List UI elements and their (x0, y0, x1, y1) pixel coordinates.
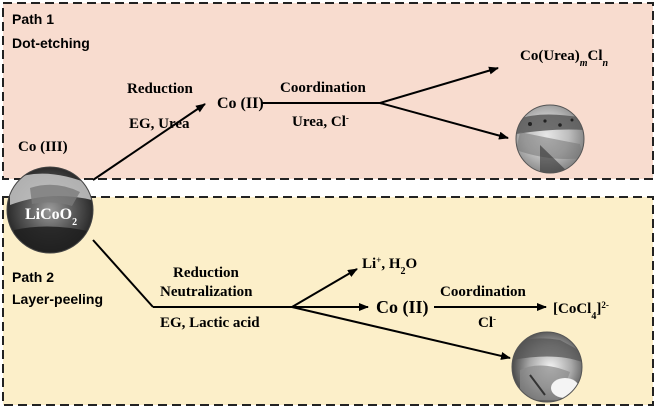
path2-intermediate-coii: Co (II) (376, 297, 429, 318)
path1-product-co-urea: Co(Urea)mCln (520, 48, 608, 69)
path2-title: Path 2 (12, 269, 54, 285)
path2-subtitle: Layer-peeling (12, 291, 103, 307)
path2-reduction-label: Reduction (173, 265, 239, 281)
path2-coordination-label: Coordination (440, 284, 527, 300)
co-iii-label: Co (III) (18, 139, 68, 155)
path2-product-cocl4: [CoCl4]2- (553, 300, 609, 322)
path2-coordination-reagent: Cl- (478, 314, 496, 331)
arrow-to-dot-etched-image (379, 102, 509, 140)
path2-byproduct-li-h2o: Li+, H2O (362, 255, 417, 277)
path1-coordination-label: Coordination (280, 80, 367, 96)
path1-tem-image (515, 104, 585, 174)
arrow-to-li-h2o (291, 268, 358, 308)
path2-reagents: EG, Lactic acid (160, 315, 260, 331)
arrow-to-co-urea-complex (379, 66, 499, 104)
path1-reduction-reagents: EG, Urea (129, 116, 190, 132)
path1-intermediate-coii: Co (II) (217, 95, 264, 112)
path2-neutralization-label: Neutralization (160, 284, 253, 300)
path1-coordination-reagents: Urea, Cl- (292, 113, 349, 130)
path1-title: Path 1 (12, 11, 54, 27)
arrow-licoo2-to-path2 (92, 239, 154, 308)
licoo2-label: LiCoO2 (25, 206, 77, 228)
arrow-to-layer-peeled-image (291, 306, 511, 360)
path2-tem-image (511, 331, 583, 403)
path1-reduction-label: Reduction (127, 81, 193, 97)
arrow-licoo2-to-reduction (92, 103, 206, 181)
path1-subtitle: Dot-etching (12, 35, 90, 51)
